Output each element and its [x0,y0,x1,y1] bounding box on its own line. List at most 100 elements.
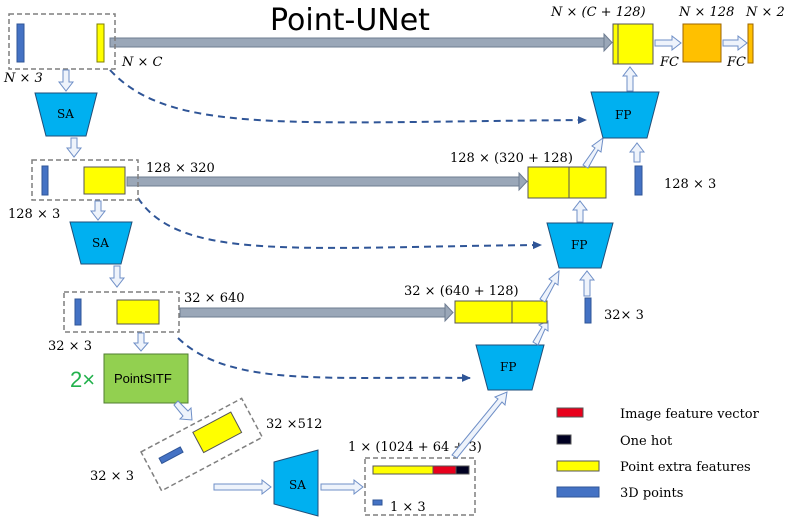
legend-label: 3D points [620,486,683,501]
tilted-points-bar [158,446,184,465]
legend-swatch [556,486,600,498]
label-128-320: 128 × 320 [146,161,215,176]
legend-label: One hot [620,434,673,449]
encoder-level-3: 32 × 640 32 × 3 [48,291,245,354]
right-arrow [320,478,364,496]
right-arrow [722,34,748,52]
label-32-640-128: 32 × (640 + 128) [404,284,519,299]
fat-arrow-top [109,32,613,53]
label-32-3-right: 32× 3 [604,308,644,323]
sa-label: SA [57,107,74,121]
decoder2-points-bar [634,165,643,196]
pointsitf-label: PointSITF [114,371,172,386]
legend-swatch [556,434,572,445]
fp-module-2: FP [546,222,614,269]
diagram-title: Point-UNet [270,3,430,38]
fat-arrow-level3 [179,302,454,323]
decoder3-points-bar [584,297,592,324]
label-32-3-left: 32 × 3 [48,339,92,354]
label-128-3-left: 128 × 3 [8,207,60,222]
diagonal-arrow [451,391,508,459]
legend-label: Image feature vector [620,407,760,422]
sa-label: SA [289,478,306,492]
legend-label: Point extra features [620,460,751,475]
sa-module-3: SA [273,449,319,517]
tilted-features-box [192,411,243,454]
up-arrow [578,270,596,297]
label-n-2: N × 2 [745,5,785,20]
up-arrow [539,269,560,303]
dashed-skip-connections [109,69,587,382]
tilted-group-box [139,397,264,492]
up-arrow [582,136,604,169]
down-arrow [65,137,83,158]
fc-label-2: FC [726,55,746,70]
top-concat-box [612,23,654,65]
level2-points-bar [41,165,49,196]
fp-module-3: FP [475,344,545,391]
label-n-c-128: N × (C + 128) [550,5,646,20]
pointsitf-module: PointSITF 2× [70,353,189,404]
decoder-level-2: 128 × (320 + 128) 128 × 3 [450,151,716,199]
label-n-3: N × 3 [3,71,43,86]
label-n-c: N × C [121,55,163,70]
label-32-3-tilt: 32 × 3 [90,469,134,484]
legend-item-3d-points: 3D points [556,486,683,501]
bottleneck-one-hot [455,465,470,475]
fp-label: FP [500,360,516,374]
final-output-bar [747,23,754,64]
fat-arrow-level2 [126,171,528,192]
fp-label: FP [615,108,631,122]
label-n-128: N × 128 [678,5,734,20]
label-32-512: 32 ×512 [266,417,322,432]
down-arrow [132,332,150,352]
right-arrow [213,478,272,496]
skip-curve-1 [109,69,587,125]
label-128-320-128: 128 × (320 + 128) [450,151,573,166]
level3-group-box [63,291,180,333]
encoder-level-1: N × 3 N × C [3,13,163,86]
sa-label: SA [92,236,109,250]
skip-feature-arrows [109,32,613,323]
level2-group-box [31,159,139,201]
bottleneck-box [364,457,476,516]
tilted-group: 32 ×512 32 × 3 [90,397,322,492]
up-arrow [621,66,639,92]
bottleneck-points-bar [372,499,383,506]
repeat-label: 2× [70,367,95,392]
input-group-box [8,13,116,70]
bottleneck-group: 1 × (1024 + 64 + 3) 1 × 3 [348,440,482,516]
legend-swatch [556,460,600,472]
fp-module-1: FP [590,91,660,139]
legend-item-point-features: Point extra features [556,460,751,475]
down-arrow [108,265,126,288]
fp-label: FP [571,238,587,252]
legend-item-one-hot: One hot [556,434,673,449]
input-features-bar [96,23,105,63]
decoder3-concat-box [454,300,548,324]
level2-features-box [83,166,126,195]
label-32-640: 32 × 640 [184,291,245,306]
output-head: N × (C + 128) FC N × 128 FC N × 2 [550,5,785,70]
level3-points-bar [74,298,82,326]
up-arrow [571,200,589,223]
label-128-3-right: 128 × 3 [664,177,716,192]
bottleneck-image-feature [432,465,457,475]
label-1-3: 1 × 3 [390,500,426,515]
diagonal-arrow [173,400,193,421]
right-arrow [654,34,682,52]
level3-features-box [116,299,160,325]
legend-swatch [556,407,584,418]
up-arrow [628,142,646,163]
decoder-level-3: 32 × (640 + 128) 32× 3 [404,284,644,324]
skip-curve-3 [177,337,471,382]
decoder2-concat-box [527,166,607,199]
fc-label-1: FC [659,55,679,70]
sa-module-2: SA [69,221,133,265]
legend: Image feature vector One hot Point extra… [556,407,760,501]
skip-curve-2 [137,197,542,250]
fc-output-box [682,23,722,63]
sa-module-1: SA [34,92,98,137]
bottleneck-point-features [372,465,434,475]
encoder-level-2: 128 × 320 128 × 3 [8,159,215,222]
